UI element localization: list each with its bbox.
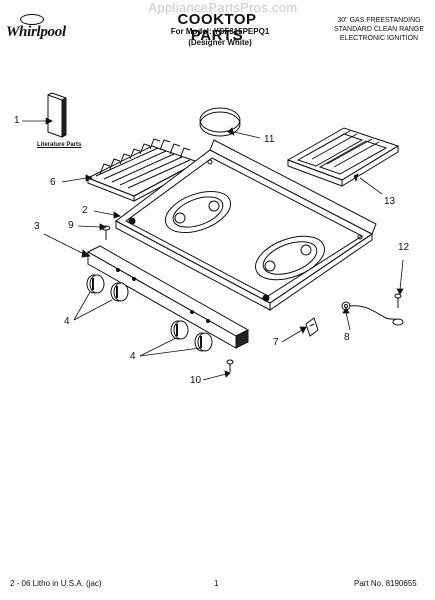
callout-leaders <box>22 117 404 381</box>
page-title: COOKTOP PARTS <box>177 11 257 44</box>
model-line: For Model: YSF315PEPQ1 <box>170 27 270 36</box>
callout-13: 13 <box>384 196 396 207</box>
callout-8: 8 <box>344 332 350 343</box>
literature-booklet <box>47 92 67 138</box>
brand-name: Whirlpool <box>6 24 66 40</box>
spec-line: 30" GAS FREESTANDING <box>337 17 421 24</box>
callout-1: 1 <box>14 115 20 126</box>
clip-7 <box>305 317 319 337</box>
footer-part-number: Part No. 8190655 <box>354 579 417 588</box>
spec-line: STANDARD CLEAN RANGE <box>333 26 425 33</box>
burner-grate-left <box>86 138 200 202</box>
control-panel <box>86 245 250 349</box>
watermark: AppliancePartsPros.com <box>148 0 298 15</box>
control-knobs <box>86 274 213 352</box>
cooktop-panel <box>115 139 377 311</box>
burner-grate-right <box>286 127 400 187</box>
burner-cap <box>199 107 241 137</box>
callout-4b: 4 <box>130 351 136 362</box>
callout-4a: 4 <box>64 316 70 327</box>
callout-10: 10 <box>190 375 202 386</box>
literature-parts-label: Literature Parts <box>37 142 82 148</box>
callout-12: 12 <box>398 242 410 253</box>
logo-swirl-icon <box>20 14 44 25</box>
whirlpool-logo: Whirlpool <box>6 14 84 44</box>
callout-2: 2 <box>82 205 88 216</box>
footer-litho: 2 - 06 Litho in U.S.A. (jac) <box>10 579 102 588</box>
spec-block: 30" GAS FREESTANDING STANDARD CLEAN RANG… <box>326 16 432 43</box>
callout-7: 7 <box>273 337 279 348</box>
callout-9: 9 <box>68 220 74 231</box>
callout-6: 6 <box>50 177 56 188</box>
callout-3: 3 <box>34 221 40 232</box>
screw-10 <box>226 359 234 372</box>
footer-page-number: 1 <box>214 579 219 588</box>
igniter-assembly <box>341 293 404 326</box>
variant-line: (Designer White) <box>188 38 252 47</box>
callout-11: 11 <box>264 134 275 145</box>
spec-line: ELECTRONIC IGNITION <box>339 35 419 42</box>
